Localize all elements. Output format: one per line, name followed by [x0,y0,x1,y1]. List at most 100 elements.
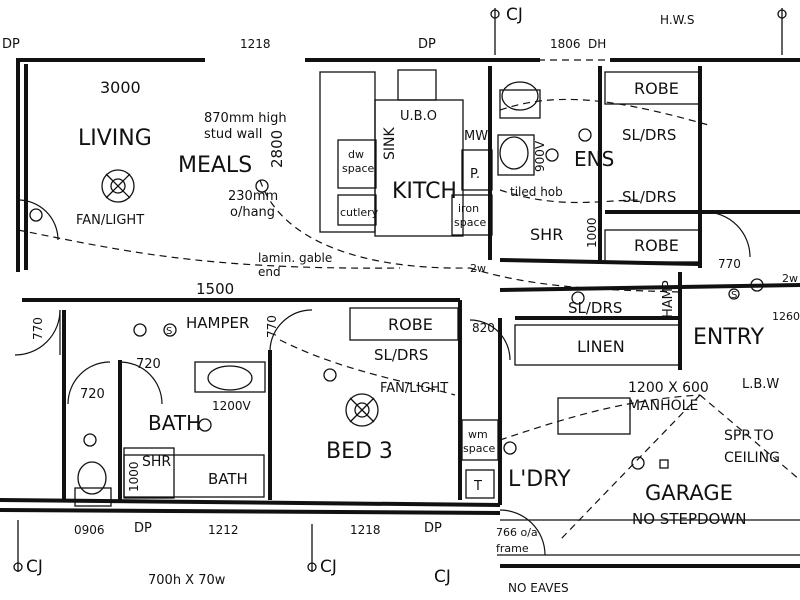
note-gable-end-line: end [258,265,281,279]
label-tub: T [473,479,482,494]
label-fan-light-bed-3: FAN/LIGHT [380,381,448,396]
room-label-robe: ROBE [388,315,433,334]
label-ubo: U.B.O [400,109,437,124]
label-hot-water-system: H.W.S [660,13,695,27]
label-iron-space-line: space [454,216,487,229]
label-switch: S [166,326,172,337]
label-wm-space: wm space [463,428,496,455]
room-label-robe: ROBE [634,79,679,98]
room-label-linen: LINEN [577,337,625,356]
label-2w: 2w [782,272,798,285]
dimension-770: 770 [718,257,741,271]
cj-marker [307,524,317,572]
note-overhang-line: 230mm [228,189,278,204]
note-overhang: 230mm o/hang [228,189,282,220]
label-sliding-doors: SL/DRS [568,299,622,317]
dimension-vanity: 1200V [212,399,252,413]
dimension-900v: 900V [533,140,547,172]
room-label-shr-bath: SHR [142,454,171,470]
note-manhole-line: MANHOLE [628,398,698,414]
label-dp: DP [424,521,442,536]
cj-marker [777,8,787,55]
label-cutlery: cutlery [340,206,379,219]
room-label-living: LIVING [78,126,152,151]
note-frame-line: frame [496,542,529,555]
room-label-meals: MEALS [178,153,252,178]
note-window-size: 700h X 70w [148,573,226,588]
note-manhole-line: 1200 X 600 [628,380,709,396]
room-label-shr-ens: SHR [530,225,563,244]
note-stud-wall-line: 870mm high [204,111,287,126]
label-dw-space-line: space [342,162,375,175]
note-spp-line: SPP TO [724,428,774,444]
room-label-entry: ENTRY [693,325,765,350]
dimension-1260: 1260 [772,310,800,323]
dimension-bath-shower: 1000 [127,461,141,492]
dimension-window-bottom: 1218 [350,523,381,537]
cj-marker [490,8,500,55]
room-label-kitch: KITCH [392,179,457,204]
label-tiled-hob: tiled hob [510,185,563,199]
fan-light-symbol [101,169,135,203]
label-iron-space-line: iron [458,202,479,215]
dimension-820: 820 [472,321,495,335]
dimension-720: 720 [136,357,161,372]
label-load-bearing-wall: L.B.W [742,377,779,392]
label-switch: S [731,290,737,301]
label-cj: CJ [434,567,451,587]
note-frame-line: 766 o/a [496,526,538,539]
label-dh: DH [588,37,606,51]
room-label-laundry: L'DRY [508,467,571,492]
room-label-robe: ROBE [634,236,679,255]
label-sink: SINK [382,127,398,160]
label-hamper: HAMPER [186,314,249,332]
note-stud-wall-line: stud wall [204,127,262,142]
label-dw-space: dw space [342,148,375,175]
note-stud-wall: 870mm high stud wall [204,111,291,142]
dimension-ens-shower: 1000 [585,217,599,248]
label-sliding-doors: SL/DRS [622,126,676,144]
garage-note-no-stepdown: NO STEPDOWN [632,510,746,528]
label-cj: CJ [26,557,43,577]
dimension-770: 770 [265,315,279,338]
label-cj: CJ [506,5,523,25]
room-label-bed-3: BED 3 [326,439,393,464]
label-dp: DP [418,37,436,52]
label-sliding-doors: SL/DRS [374,346,428,364]
label-dp: DP [2,37,20,52]
label-fan-light-living: FAN/LIGHT [76,213,144,228]
note-spp-to-ceiling: SPP TO CEILING [724,428,780,466]
external-walls [0,58,800,568]
room-label-ens: ENS [574,147,614,171]
label-dp: DP [134,521,152,536]
internal-walls [22,66,800,505]
note-gable-end-line: lamin. gable [258,251,332,265]
label-pantry: P. [470,167,480,182]
label-wm-space-line: space [463,442,496,455]
dimension-window-bottom: 0906 [74,523,105,537]
fixtures [74,69,800,556]
note-frame: 766 o/a frame [496,526,541,555]
cj-marker [13,520,23,572]
note-overhang-line: o/hang [230,205,275,220]
label-iron-space: iron space [454,202,487,229]
dimension-window-top: 1806 [550,37,581,51]
note-no-eaves: NO EAVES [508,581,569,595]
dimension-living-width: 3000 [100,78,141,97]
dimension-1500: 1500 [196,280,234,298]
room-label-garage: GARAGE [645,481,733,505]
fixture-label-bath: BATH [208,470,248,488]
note-spp-line: CEILING [724,450,780,466]
note-manhole: 1200 X 600 MANHOLE [628,380,713,414]
door-swings [14,199,751,556]
label-dw-space-line: dw [348,148,364,161]
label-cj: CJ [320,557,337,577]
label-2w: 2w [470,262,486,275]
fan-light-symbol [345,393,379,427]
room-label-bath: BATH [148,411,201,435]
dimension-770: 770 [31,317,45,340]
label-wm-space-line: wm [468,428,488,441]
dimension-window-bottom: 1212 [208,523,239,537]
note-gable-end: lamin. gable end [258,251,336,279]
